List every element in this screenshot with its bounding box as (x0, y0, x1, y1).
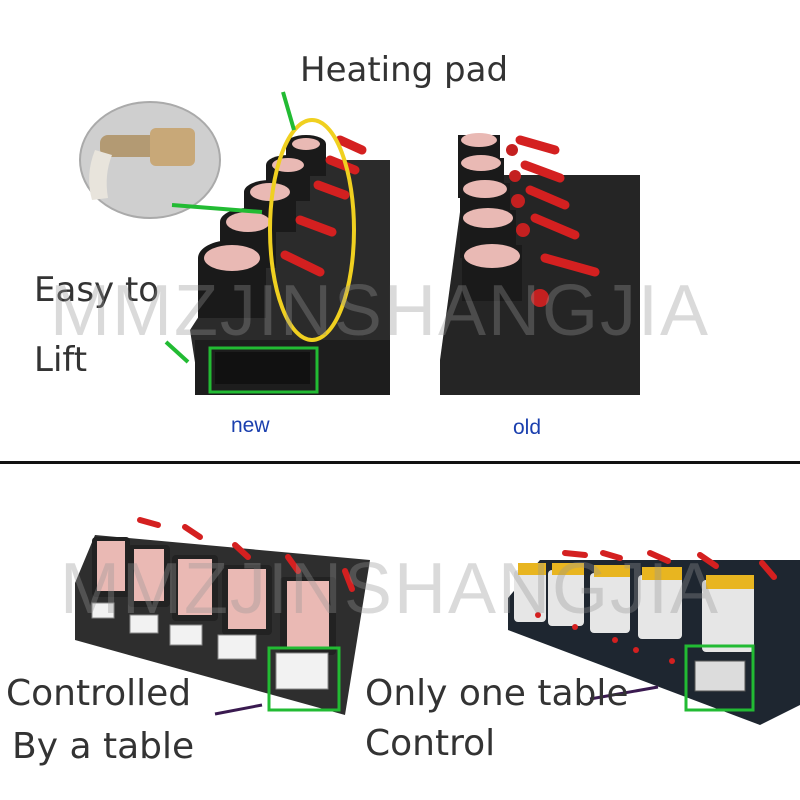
watermark-bottom: MMZJINSHANGJIA (60, 549, 721, 629)
easy-to-label: Easy to (34, 270, 160, 310)
heating-pad-highlight (268, 118, 356, 342)
right-bottom-machine (508, 550, 800, 725)
connector-inset-photo (79, 101, 221, 219)
old-machine (440, 133, 640, 395)
lift-handle-highlight (208, 346, 319, 394)
left-control-highlight (267, 646, 341, 712)
section-divider (0, 461, 800, 464)
bottom-machines-illustration (75, 517, 800, 725)
lift-label: Lift (34, 340, 88, 380)
left-bottom-machine (75, 517, 370, 715)
control-label: Control (365, 723, 496, 764)
new-machine (190, 135, 390, 395)
controlled-label: Controlled (6, 673, 192, 714)
new-label: new (231, 414, 270, 437)
right-control-highlight (684, 644, 755, 712)
old-label: old (513, 416, 542, 439)
watermark-top: MMZJINSHANGJIA (50, 271, 711, 351)
top-machines-illustration (79, 91, 640, 395)
heating-pad-label: Heating pad (300, 50, 509, 90)
only-one-table-label: Only one table (365, 673, 629, 714)
by-a-table-label: By a table (12, 726, 195, 767)
